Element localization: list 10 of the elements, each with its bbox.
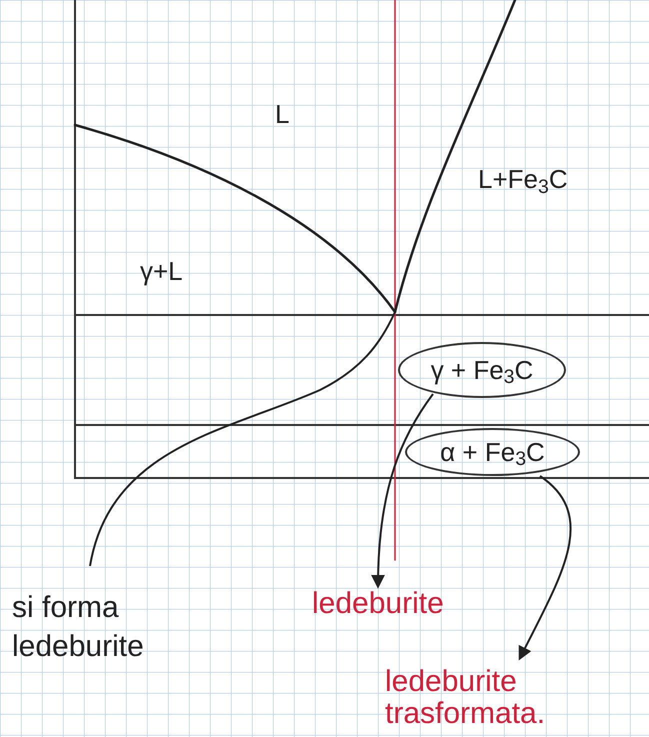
arrow [371, 393, 434, 589]
arrow [518, 475, 572, 660]
phase-label: L [275, 98, 290, 131]
annotation-text: si forma ledeburite [12, 588, 172, 678]
phase-label: γ+L [140, 255, 183, 288]
phase-ellipse: γ + Fe$_{3}$C [398, 342, 566, 398]
annotation-text: ledeburite trasformata. [385, 666, 585, 736]
phase-ellipse: α + Fe$_{3}$C [405, 428, 580, 476]
phase-label: L+Fe$_{3}$C [478, 163, 568, 199]
annotation-text: ledeburite [312, 588, 512, 628]
